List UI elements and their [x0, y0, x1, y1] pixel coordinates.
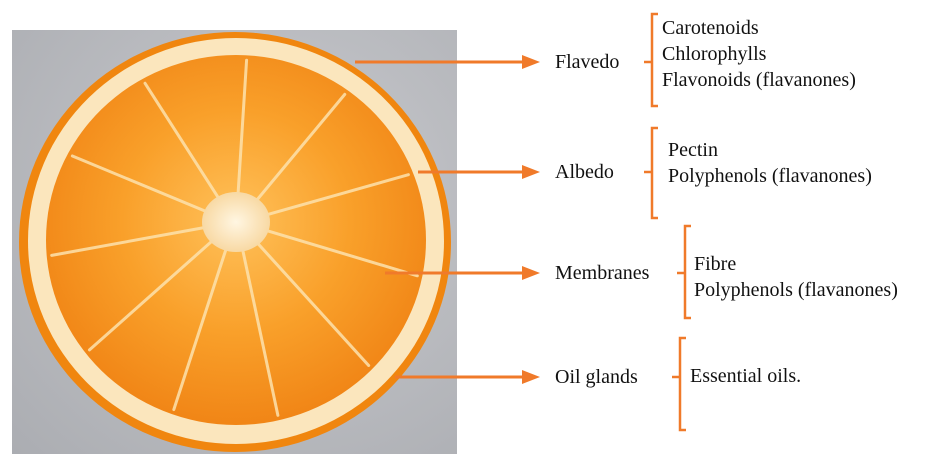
membranes-label: Membranes — [555, 261, 649, 285]
orange-core — [202, 192, 270, 252]
albedo-arrowhead — [522, 165, 540, 179]
oil-glands-label: Oil glands — [555, 365, 638, 389]
flavedo-bracket — [644, 14, 658, 106]
flavedo-compound: Flavonoids (flavanones) — [662, 68, 856, 92]
membranes-arrowhead — [522, 266, 540, 280]
albedo-compound: Pectin — [668, 138, 718, 162]
oil-glands-arrowhead — [522, 370, 540, 384]
oil-glands-compound: Essential oils. — [690, 364, 801, 388]
albedo-label: Albedo — [555, 160, 614, 184]
flavedo-compound: Chlorophylls — [662, 42, 766, 66]
membranes-bracket — [677, 226, 691, 318]
membranes-compound: Polyphenols (flavanones) — [694, 278, 898, 302]
albedo-compound: Polyphenols (flavanones) — [668, 164, 872, 188]
albedo-bracket — [644, 128, 658, 218]
flavedo-arrowhead — [522, 55, 540, 69]
oil-glands-bracket — [672, 338, 686, 430]
flavedo-label: Flavedo — [555, 50, 619, 74]
membranes-compound: Fibre — [694, 252, 736, 276]
flavedo-compound: Carotenoids — [662, 16, 759, 40]
